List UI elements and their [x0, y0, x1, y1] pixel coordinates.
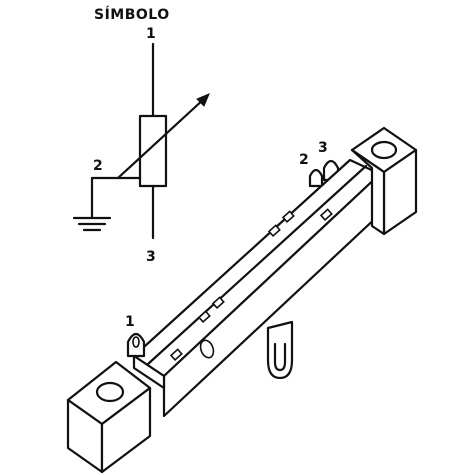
far-end-block	[350, 126, 418, 236]
slider-knob	[266, 320, 294, 380]
track-tabs	[169, 208, 333, 362]
near-end-block	[66, 360, 152, 474]
component-pin-1-label: 1	[125, 314, 135, 330]
variable-arrow-line	[116, 96, 207, 180]
symbol-pin-1-label: 1	[146, 26, 156, 42]
housing-front-face	[162, 172, 382, 418]
far-block-front	[350, 148, 386, 236]
symbol-title: SÍMBOLO	[94, 6, 170, 23]
resistor-body	[138, 114, 168, 188]
wiper-lead	[90, 176, 142, 220]
symbol-pin-3-label: 3	[146, 249, 156, 265]
terminal-1	[126, 332, 146, 358]
slide-potentiometer-drawing: 2 3 1	[66, 126, 418, 474]
mounting-hole	[199, 339, 215, 359]
symbol-pin-2-label: 2	[93, 158, 103, 174]
component-pin-3-label: 3	[318, 140, 328, 156]
near-mount-hole	[95, 381, 125, 403]
slider-slot	[146, 164, 368, 366]
resistive-track-housing	[132, 158, 382, 418]
component-pin-2-label: 2	[299, 152, 309, 168]
near-block-side	[100, 386, 152, 474]
ground-icon	[72, 216, 112, 232]
terminal-2	[308, 168, 324, 188]
far-mount-hole	[370, 140, 398, 160]
variable-resistor-symbol: SÍMBOLO 1 3 2	[72, 6, 210, 265]
variable-arrow-head	[196, 93, 210, 107]
